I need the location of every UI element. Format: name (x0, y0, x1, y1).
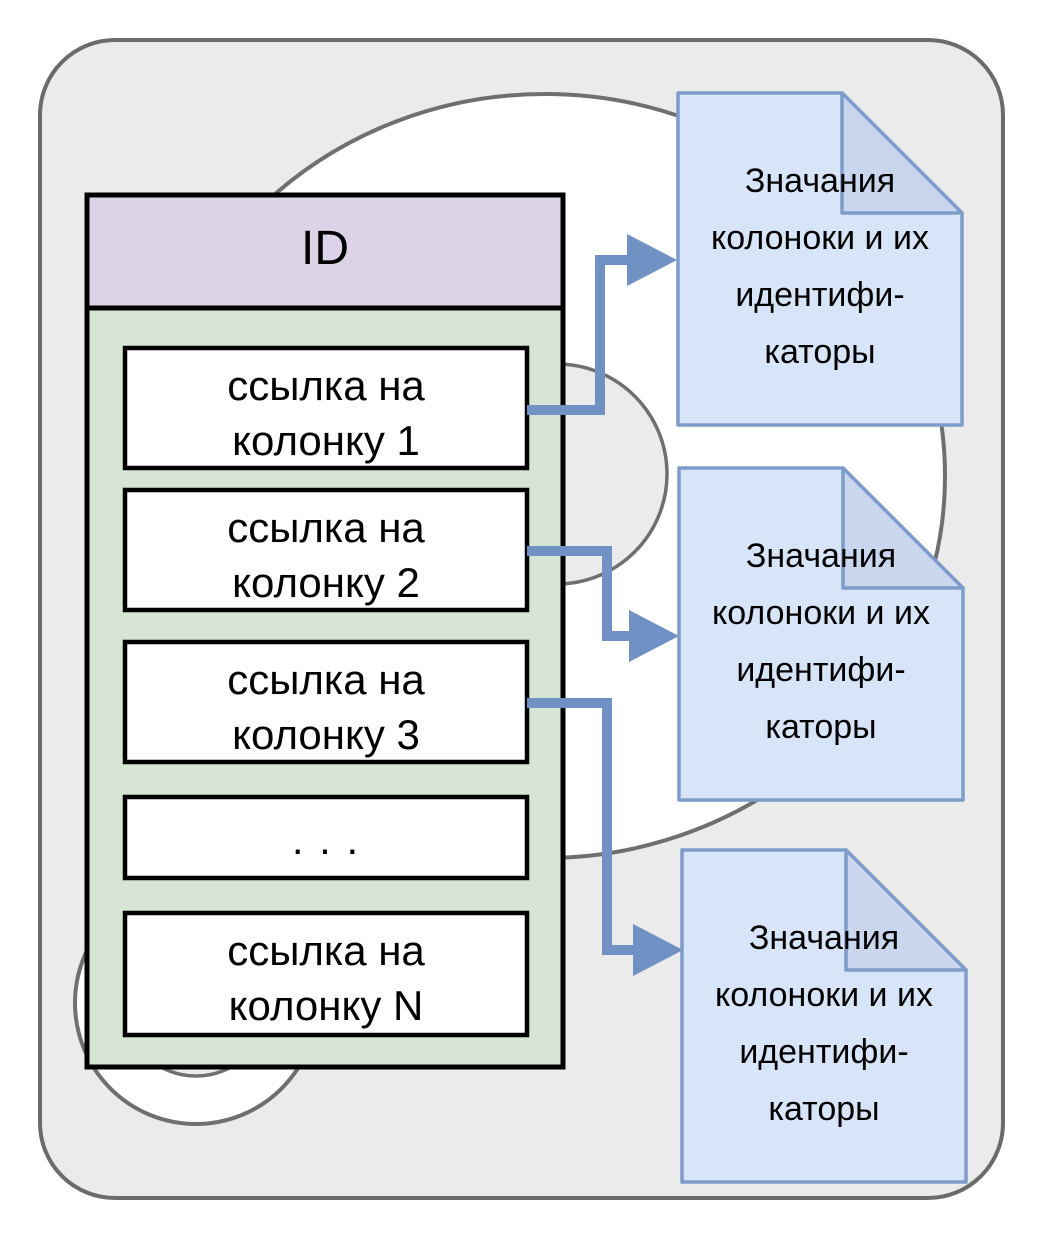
row-3-line-1: ссылка на (227, 656, 425, 703)
row-2-line-2: колонку 2 (232, 559, 420, 606)
table-row-box (122, 487, 530, 613)
row-1-line-1: ссылка на (227, 362, 425, 409)
folded-corner-icon (844, 848, 968, 972)
doc-2-line-1: Значания (746, 537, 896, 575)
doc-3-line-2: колоноки и их (715, 976, 933, 1014)
row-1-line-2: колонку 1 (232, 417, 420, 464)
arrow-line (527, 546, 630, 641)
doc-1-line-4: каторы (764, 333, 875, 371)
folded-corner-icon (840, 91, 964, 215)
arrow-line (527, 255, 628, 415)
row-n-line-1: ссылка на (227, 927, 425, 974)
arrow-head-icon (627, 234, 677, 286)
folded-corner-icon (841, 466, 965, 590)
connectors (527, 234, 683, 976)
doc-3-line-4: каторы (768, 1090, 879, 1128)
id-table-header (84, 192, 566, 311)
doc-3-line-3: идентифи- (739, 1033, 908, 1071)
document-2: Значания колоноки и их идентифи- каторы (677, 466, 965, 802)
row-3-line-2: колонку 3 (232, 711, 420, 758)
doc-1-line-2: колоноки и их (711, 219, 929, 257)
row-n-line-2: колонку N (229, 982, 424, 1029)
arrow-row1-to-doc1 (527, 234, 677, 415)
doc-1-line-1: Значания (745, 162, 895, 200)
arrow-line (527, 698, 634, 955)
row-2-line-1: ссылка на (227, 504, 425, 551)
document-3: Значания колоноки и их идентифи- каторы (680, 848, 968, 1184)
id-table-header-label: ID (301, 222, 349, 275)
table-row-ellipsis: . . . (122, 794, 530, 881)
id-table: ID ссылка на колонку 1 ссылка на колонку… (84, 192, 566, 1070)
table-row-box (122, 639, 530, 765)
table-row-3: ссылка на колонку 3 (122, 639, 530, 765)
doc-2-line-2: колоноки и их (712, 594, 930, 632)
table-row-box (122, 910, 530, 1038)
document-1: Значания колоноки и их идентифи- каторы (676, 91, 964, 427)
row-ellipsis-label: . . . (292, 816, 360, 863)
doc-2-line-3: идентифи- (736, 651, 905, 689)
arrow-head-icon (633, 924, 683, 976)
table-row-n: ссылка на колонку N (122, 910, 530, 1038)
arrow-row2-to-doc2 (527, 546, 679, 662)
arrow-head-icon (629, 610, 679, 662)
doc-1-line-3: идентифи- (735, 276, 904, 314)
arrow-row3-to-doc3 (527, 698, 683, 976)
table-row-1: ссылка на колонку 1 (122, 345, 530, 471)
doc-2-line-4: каторы (765, 708, 876, 746)
table-row-box (122, 345, 530, 471)
table-row-2: ссылка на колонку 2 (122, 487, 530, 613)
doc-3-line-1: Значания (749, 919, 899, 957)
table-row-box (122, 794, 530, 881)
